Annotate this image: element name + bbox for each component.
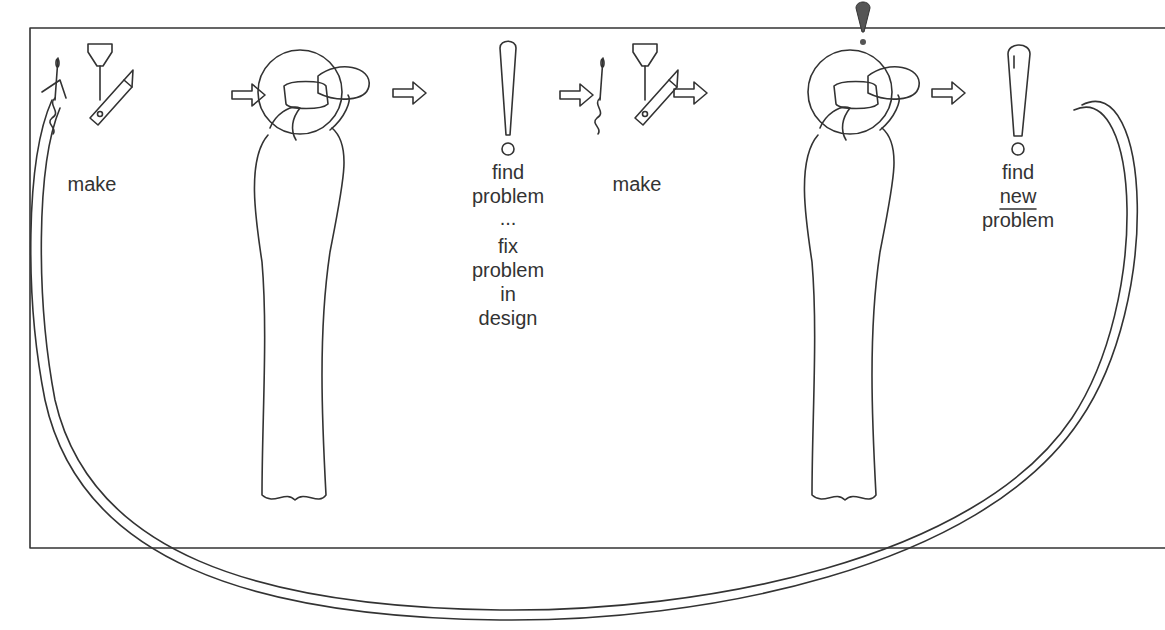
glue-funnel	[633, 44, 657, 66]
box-cutter	[90, 80, 132, 125]
handwritten-label: find problem	[472, 160, 544, 208]
loop-arrow-head	[42, 80, 66, 98]
step-arrow	[674, 82, 707, 104]
glue-funnel	[88, 44, 112, 66]
exclamation-dot	[1012, 143, 1024, 155]
cutter-blade	[124, 70, 133, 87]
step-arrow	[560, 84, 593, 106]
arm	[270, 107, 300, 140]
make-icon	[595, 44, 678, 134]
arm	[330, 95, 349, 130]
body	[254, 128, 344, 500]
step-arrow	[393, 82, 426, 104]
step-arrow	[932, 82, 965, 104]
alert-mark	[856, 2, 870, 32]
cutter-screw	[98, 112, 103, 117]
thread	[595, 98, 601, 134]
frame-border	[30, 28, 1165, 548]
exclamation-mark	[1008, 45, 1030, 136]
hand	[834, 82, 878, 109]
handwritten-label: find new problem	[982, 160, 1054, 232]
body	[804, 128, 894, 500]
alert-dot	[860, 39, 866, 45]
exclamation-dot	[502, 143, 514, 155]
arm	[880, 95, 899, 130]
hand	[318, 67, 369, 99]
arm	[820, 107, 850, 140]
glue-nozzle	[644, 66, 646, 100]
person-figure	[254, 50, 369, 500]
cutter-blade	[669, 70, 678, 87]
exclamation-highlight	[1013, 56, 1015, 68]
head	[258, 50, 342, 134]
needle	[600, 58, 603, 100]
box-cutter	[635, 80, 677, 125]
handwritten-label: ...	[500, 206, 517, 230]
loop-arrow	[31, 100, 1138, 620]
needle	[55, 58, 58, 100]
handwritten-label: fix problem in design	[472, 234, 544, 330]
handwritten-label: make	[613, 172, 662, 196]
glue-nozzle	[99, 66, 101, 100]
hand	[868, 67, 919, 99]
handwritten-label: make	[68, 172, 117, 196]
cutter-screw	[643, 112, 648, 117]
loop-arrow	[41, 107, 1127, 610]
exclamation-mark	[500, 41, 516, 135]
needle-eye	[601, 59, 604, 67]
head	[808, 50, 892, 134]
needle-eye	[56, 59, 59, 67]
hand	[284, 82, 328, 109]
person-figure	[804, 50, 919, 500]
